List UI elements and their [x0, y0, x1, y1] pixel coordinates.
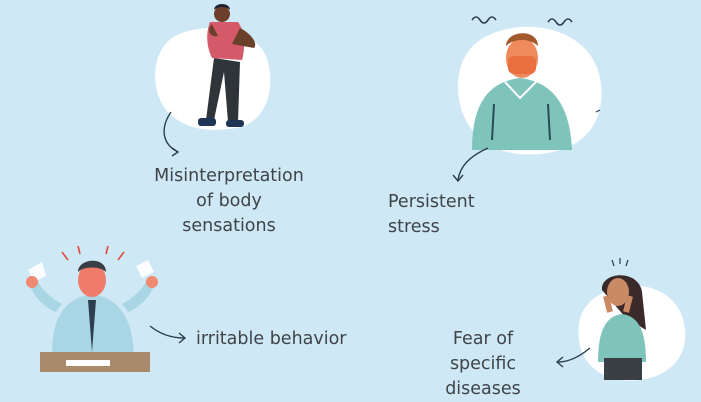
node-irritable-label: irritable behavior	[196, 327, 356, 352]
arrow-to-fear	[557, 347, 591, 363]
node-fear-line-1: Fear of specific	[449, 329, 517, 374]
illustration-stressed-man	[458, 16, 602, 155]
illustration-woman-chest	[155, 4, 271, 130]
node-misinterpretation-line-2: of body	[196, 191, 262, 211]
node-irritable-line-1: irritable behavior	[196, 329, 347, 349]
node-misinterpretation-line-1: Misinterpretation	[154, 166, 304, 186]
arrow-to-stress	[457, 147, 489, 181]
node-stress-line-1: Persistent	[388, 192, 475, 212]
node-stress-line-2: stress	[388, 217, 440, 237]
illustration-angry-man	[26, 245, 158, 372]
node-misinterpretation-line-3: sensations	[182, 216, 276, 236]
node-misinterpretation-label: Misinterpretation of body sensations	[140, 164, 318, 239]
node-stress-label: Persistent stress	[388, 190, 508, 240]
arrow-to-irritable	[149, 325, 185, 339]
node-fear-label: Fear of specific diseases	[418, 327, 548, 402]
node-fear-line-2: diseases	[445, 379, 521, 399]
illustration-fearful-woman	[578, 258, 686, 381]
